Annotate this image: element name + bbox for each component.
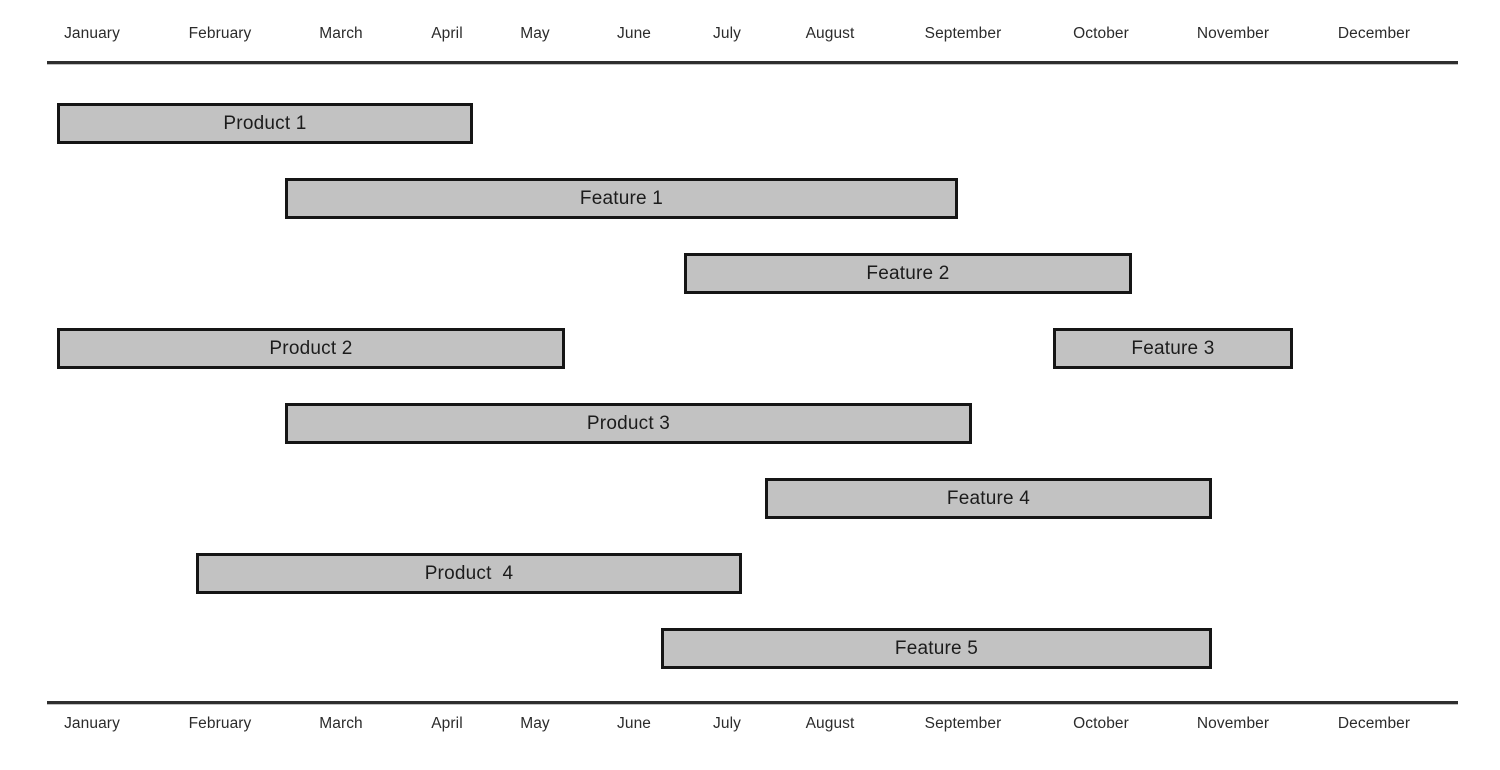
month-label-may-top: May <box>520 25 550 42</box>
month-label-september-top: September <box>924 25 1002 42</box>
task-bar-feature-1[interactable]: Feature 1 <box>285 178 958 219</box>
task-bar-feature-3[interactable]: Feature 3 <box>1053 328 1293 369</box>
month-label-january-bottom: January <box>64 715 120 732</box>
month-label-march-bottom: March <box>319 715 363 732</box>
month-label-december-bottom: December <box>1337 715 1411 732</box>
month-label-august-top: August <box>805 25 855 42</box>
task-bar-label: Feature 3 <box>1131 338 1215 359</box>
month-label-april-top: April <box>431 25 463 42</box>
month-label-december-top: December <box>1337 25 1411 42</box>
month-label-august-bottom: August <box>805 715 855 732</box>
task-bar-product-4[interactable]: Product 4 <box>196 553 742 594</box>
task-bar-product-1[interactable]: Product 1 <box>57 103 473 144</box>
month-label-march-top: March <box>319 25 363 42</box>
month-label-october-top: October <box>1073 25 1129 42</box>
task-bar-feature-5[interactable]: Feature 5 <box>661 628 1212 669</box>
task-bar-product-2[interactable]: Product 2 <box>57 328 565 369</box>
axis-rule-bottom <box>47 701 1458 704</box>
month-label-february-bottom: February <box>188 715 252 732</box>
month-label-february-top: February <box>188 25 252 42</box>
month-label-july-bottom: July <box>713 715 741 732</box>
task-bar-label: Feature 1 <box>579 188 664 209</box>
task-bar-feature-2[interactable]: Feature 2 <box>684 253 1132 294</box>
month-label-november-top: November <box>1196 25 1270 42</box>
month-label-september-bottom: September <box>924 715 1002 732</box>
axis-rule-top <box>47 61 1458 64</box>
task-bar-label: Feature 4 <box>946 488 1031 509</box>
month-scale-bottom: January February March April May June July Augu… <box>0 714 1500 748</box>
task-bar-label: Product 4 <box>424 563 514 584</box>
task-bar-label: Feature 5 <box>894 638 979 659</box>
task-bar-label: Product 1 <box>223 113 307 134</box>
month-label-october-bottom: October <box>1073 715 1129 732</box>
task-bar-label: Product 3 <box>586 413 671 434</box>
month-scale-top: January February March April May June July Augu… <box>0 24 1500 58</box>
task-bar-label: Product 2 <box>269 338 353 359</box>
task-bar-product-3[interactable]: Product 3 <box>285 403 972 444</box>
month-label-july-top: July <box>713 25 741 42</box>
month-label-may-bottom: May <box>520 715 550 732</box>
month-label-june-top: June <box>616 25 652 42</box>
month-label-january-top: January <box>64 25 120 42</box>
month-label-november-bottom: November <box>1196 715 1270 732</box>
month-label-june-bottom: June <box>616 715 652 732</box>
month-label-april-bottom: April <box>431 715 463 732</box>
task-bar-label: Feature 2 <box>866 263 950 284</box>
task-bar-feature-4[interactable]: Feature 4 <box>765 478 1212 519</box>
